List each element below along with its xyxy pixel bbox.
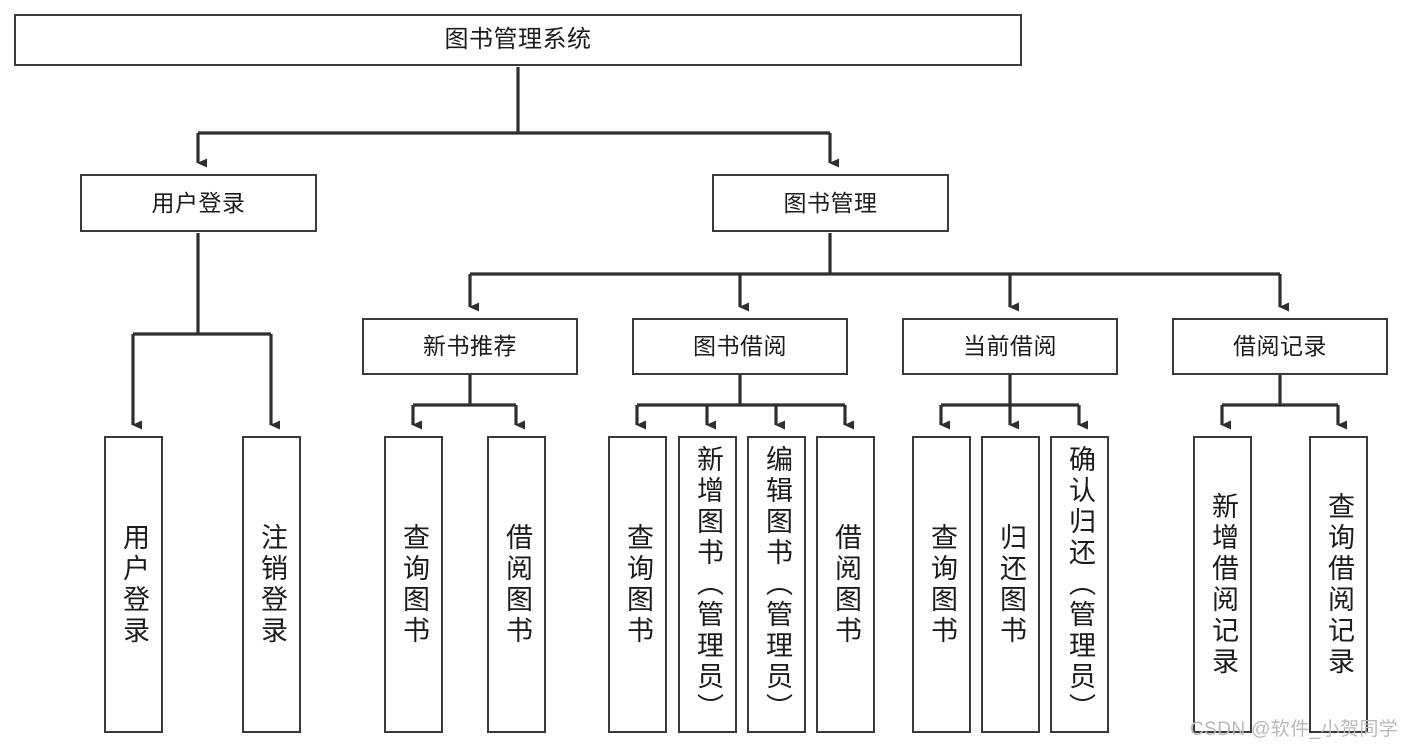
node-leaf-borrow-book-1[interactable]: 借阅图书 (487, 436, 546, 733)
node-book-borrow[interactable]: 图书借阅 (632, 318, 848, 375)
node-label: 新书推荐 (423, 333, 517, 360)
node-label: 借阅图书 (831, 522, 861, 647)
csdn-watermark: CSDN @软件_小贺同学 (1190, 719, 1399, 740)
node-label: 确认归还（管理员） (1065, 445, 1095, 724)
node-label: 编辑图书（管理员） (762, 445, 792, 724)
node-current-borrow[interactable]: 当前借阅 (902, 318, 1118, 375)
node-leaf-logout-login[interactable]: 注销登录 (242, 436, 301, 733)
node-leaf-query-book-1[interactable]: 查询图书 (384, 436, 443, 733)
node-new-book-recommend[interactable]: 新书推荐 (362, 318, 578, 375)
node-leaf-query-book-2[interactable]: 查询图书 (608, 436, 667, 733)
node-label: 查询图书 (623, 522, 653, 647)
node-leaf-borrow-book-2[interactable]: 借阅图书 (816, 436, 875, 733)
node-label: 用户登录 (119, 522, 149, 647)
node-book-management[interactable]: 图书管理 (712, 174, 949, 232)
node-label: 新增借阅记录 (1208, 491, 1238, 678)
node-label: 图书管理系统 (444, 26, 592, 54)
node-leaf-add-record[interactable]: 新增借阅记录 (1193, 436, 1252, 733)
node-leaf-query-book-3[interactable]: 查询图书 (912, 436, 971, 733)
node-label: 查询图书 (399, 522, 429, 647)
node-label: 用户登录 (151, 189, 246, 216)
node-label: 注销登录 (257, 522, 287, 647)
node-label: 借阅图书 (502, 522, 532, 647)
node-leaf-query-record[interactable]: 查询借阅记录 (1309, 436, 1368, 733)
node-leaf-user-login[interactable]: 用户登录 (104, 436, 163, 733)
node-leaf-edit-book[interactable]: 编辑图书（管理员） (747, 436, 806, 733)
node-label: 查询图书 (927, 522, 957, 647)
node-label: 归还图书 (996, 522, 1026, 647)
node-label: 图书借阅 (693, 333, 787, 360)
node-leaf-add-book[interactable]: 新增图书（管理员） (678, 436, 737, 733)
node-user-login[interactable]: 用户登录 (80, 174, 317, 232)
node-label: 借阅记录 (1233, 333, 1327, 360)
node-label: 新增图书（管理员） (693, 445, 723, 724)
node-borrow-record[interactable]: 借阅记录 (1172, 318, 1388, 375)
node-leaf-return-book[interactable]: 归还图书 (981, 436, 1040, 733)
node-label: 当前借阅 (963, 333, 1057, 360)
node-leaf-confirm-return[interactable]: 确认归还（管理员） (1050, 436, 1109, 733)
node-root-system[interactable]: 图书管理系统 (14, 14, 1022, 66)
node-label: 图书管理 (783, 189, 878, 216)
node-label: 查询借阅记录 (1324, 491, 1354, 678)
